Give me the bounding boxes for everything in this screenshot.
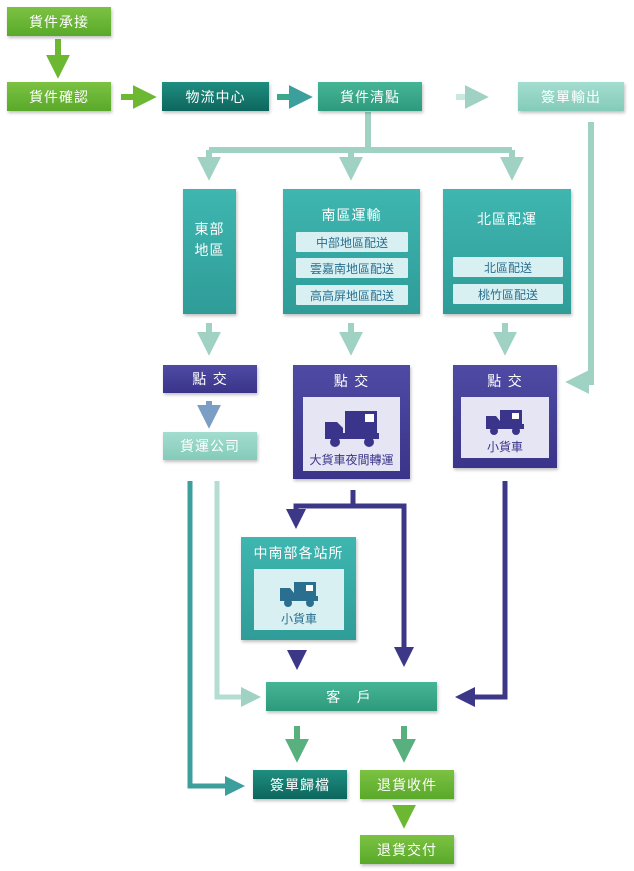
panel-north-delivery: 北區配運 北區配送 桃竹區配送 [443,189,571,314]
north-small-truck-box: 小貨車 [461,397,549,458]
node-cargo-receive: 貨件承接 [7,7,111,36]
north-sub-taoyuan-hsinchu: 桃竹區配送 [453,284,563,304]
east-region-line2: 地區 [194,243,225,259]
south-sub-central: 中部地區配送 [296,232,408,252]
arrow-northtruck-customer [455,481,508,707]
node-handover-east: 點 交 [163,365,257,393]
south-transport-title: 南區運輸 [321,208,382,224]
handover-south-title: 點 交 [333,374,370,390]
node-logistics-center: 物流中心 [162,82,269,111]
panel-handover-north: 點 交 小貨車 [453,365,557,468]
panel-east-region: 東部 地區 [183,189,236,314]
south-sub-kaohsiung-pingtung: 高高屏地區配送 [296,285,408,305]
station-small-truck-label: 小貨車 [280,612,317,626]
north-delivery-title: 北區配運 [477,212,537,228]
node-cargo-confirm: 貨件確認 [7,82,111,111]
node-customer: 客 戶 [266,682,437,711]
east-region-line1: 東部 [194,222,225,238]
panel-stations: 中南部各站所 小貨車 [241,537,356,640]
panel-handover-south: 點 交 大貨車夜間轉運 [293,365,410,479]
station-small-truck-box: 小貨車 [254,569,344,630]
south-sub-chiayi-tainan: 雲嘉南地區配送 [296,258,408,278]
arrow-bigtruck-customer [353,503,414,667]
arrow-freight-archive [187,481,245,796]
big-truck-label: 大貨車夜間轉運 [309,453,394,467]
arrow-freight-customer [214,481,261,707]
truck-icon [486,410,524,435]
truck-icon [280,582,318,607]
arrow-bigtruck-stations [286,490,356,529]
truck-icon [324,411,379,447]
node-return-receive: 退貨收件 [360,770,454,799]
north-small-truck-label: 小貨車 [486,440,523,454]
arrow-output-north-handover [565,122,594,394]
stations-title: 中南部各站所 [253,546,344,562]
north-sub-north: 北區配送 [453,257,563,277]
node-receipt-output: 簽單輸出 [518,82,624,111]
big-truck-box: 大貨車夜間轉運 [303,397,400,471]
node-freight-company: 貨運公司 [163,432,257,460]
node-cargo-inventory: 貨件清點 [318,82,422,111]
panel-south-transport: 南區運輸 中部地區配送 雲嘉南地區配送 高高屏地區配送 [283,189,420,314]
handover-north-title: 點 交 [487,374,523,390]
node-receipt-archive: 簽單歸檔 [253,770,347,799]
node-return-deliver: 退貨交付 [360,835,454,864]
